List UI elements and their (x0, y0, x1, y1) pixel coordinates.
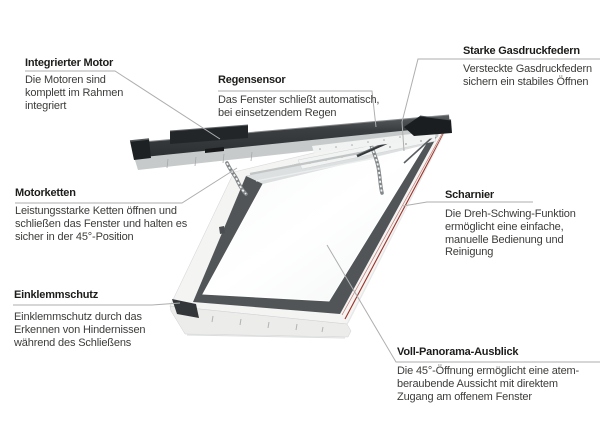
callout-line-starke-gasdruckfedern (401, 58, 600, 152)
label-title: Scharnier (445, 189, 494, 201)
sill-shadow-line (186, 334, 346, 339)
roof-window-illustration (129, 114, 452, 339)
motor-chain-left (225, 161, 248, 196)
label-title: Starke Gasdruckfedern (463, 45, 580, 57)
support-arm-highlight (255, 157, 377, 182)
sash-left-cap-edge (129, 138, 150, 142)
sash-underside (134, 127, 440, 170)
label-body: Das Fenster schließt automatisch, bei ei… (218, 94, 380, 119)
label-scharnier: Scharnier Die Dreh-Schwing-Funktion ermö… (445, 189, 590, 259)
callout-line-einklemmschutz (13, 302, 181, 306)
sash-underside-seams (166, 151, 253, 169)
sash-right-corner-cap (404, 116, 452, 136)
sash-left-end-cap (130, 139, 151, 160)
sill-screw-slots (211, 315, 324, 333)
sash-cladding (131, 115, 450, 158)
label-title: Voll-Panorama-Ausblick (397, 346, 519, 358)
callout-line-voll-panorama-ausblick (326, 244, 600, 363)
label-motorketten: Motorketten Leistungsstarke Ketten öffne… (15, 187, 235, 243)
label-title: Motorketten (15, 187, 76, 199)
left-stile-latch-plate (219, 226, 225, 234)
label-title: Regensensor (218, 74, 286, 86)
support-arm (249, 149, 371, 176)
label-body: Einklemmschutz durch das Erkennen von Hi… (14, 311, 146, 349)
sash-motor-housing-edge (169, 124, 249, 132)
window-sill (169, 305, 352, 338)
label-integrierter-motor: Integrierter Motor Die Motoren sind komp… (25, 57, 145, 112)
sash-rivets (319, 136, 401, 150)
label-body: Die 45°-Öffnung ermöglicht eine atem- be… (397, 365, 580, 403)
callout-line-integrierter-motor (25, 70, 221, 140)
callout-lines (13, 58, 600, 363)
label-einklemmschutz: Einklemmschutz Einklemmschutz durch das … (14, 289, 184, 349)
frame-red-stripe-outer (344, 126, 448, 320)
label-voll-panorama-ausblick: Voll-Panorama-Ausblick Die 45°-Öffnung e… (397, 346, 600, 403)
label-regensensor: Regensensor Das Fenster schließt automat… (218, 74, 408, 120)
label-body: Versteckte Gasdruckfedern sichern ein st… (463, 63, 592, 88)
callout-line-regensensor (218, 90, 377, 128)
frame-right-edge-highlight (347, 121, 451, 324)
frame-red-stripe-inner (341, 131, 444, 316)
label-body: Leistungsstarke Ketten öffnen und schlie… (15, 205, 188, 243)
sash-right-cap-edge (419, 115, 452, 121)
label-title: Integrierter Motor (25, 57, 114, 69)
sash-sensor-slot (205, 147, 224, 153)
sash-rivet-strip (312, 131, 436, 153)
frame-corner-wedge (172, 299, 199, 318)
label-body: Die Dreh-Schwing-Funktion ermöglicht ein… (445, 208, 576, 259)
label-starke-gasdruckfedern: Starke Gasdruckfedern Versteckte Gasdruc… (463, 45, 600, 89)
label-title: Einklemmschutz (14, 289, 99, 301)
callout-line-scharnier (402, 201, 533, 207)
label-body: Die Motoren sind komplett im Rahmen inte… (25, 74, 124, 112)
callout-line-motorketten (15, 167, 238, 204)
